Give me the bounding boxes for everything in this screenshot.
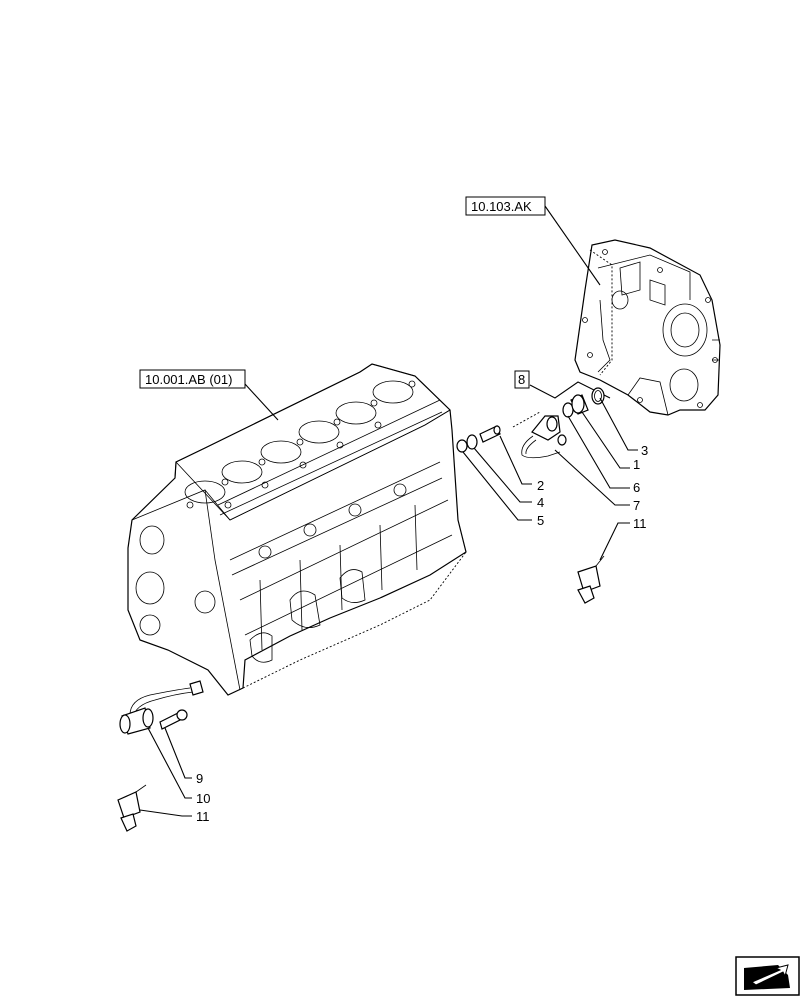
callout-3: 3 <box>641 443 648 458</box>
callout-6: 6 <box>633 480 640 495</box>
callout-11-upper: 11 <box>633 516 647 531</box>
reference-text-block[interactable]: 10.001.AB (01) <box>145 372 232 387</box>
callout-leaders <box>139 397 638 817</box>
next-page-arrow-icon[interactable] <box>735 956 800 996</box>
reference-text-cover[interactable]: 10.103.AK <box>471 199 532 214</box>
timing-cover-drawing <box>574 239 721 416</box>
kit-label-text: 8 <box>518 372 525 387</box>
crank-sensor-parts <box>119 680 204 735</box>
reference-box-block[interactable] <box>139 369 246 389</box>
callout-numbers: 1 2 3 4 5 6 7 9 10 11 11 <box>196 443 648 824</box>
callout-1: 1 <box>633 457 640 472</box>
callout-4: 4 <box>537 495 544 510</box>
callout-7: 7 <box>633 498 640 513</box>
reference-label-block[interactable]: 10.001.AB (01) <box>139 369 246 389</box>
engine-block-drawing <box>127 363 467 696</box>
kit-label-box <box>514 370 530 389</box>
kit-label: 8 <box>514 370 530 389</box>
callout-11-lower: 11 <box>196 809 210 824</box>
callout-9: 9 <box>196 771 203 786</box>
callout-2: 2 <box>537 478 544 493</box>
reference-label-cover[interactable]: 10.103.AK <box>465 196 546 216</box>
clip-parts <box>117 555 605 832</box>
callout-5: 5 <box>537 513 544 528</box>
callout-10: 10 <box>196 791 210 806</box>
